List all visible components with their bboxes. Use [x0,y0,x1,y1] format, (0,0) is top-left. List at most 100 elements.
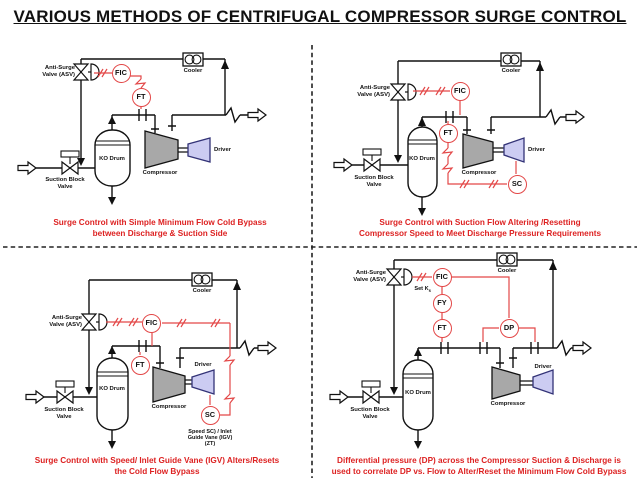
q2-compressor [462,133,504,169]
q4-dp-instrument: DP [499,318,519,338]
q1-ko-drum [94,129,131,187]
q1-compressor [144,130,188,169]
q2-shaft [493,147,504,153]
q1-ft-instrument: FT [131,87,151,107]
q1-fic-instrument: FIC [111,63,131,83]
q2-signal-lines [413,86,517,189]
q1-inlet-arrow [17,160,37,176]
q4-flow-arrowheads [390,261,557,449]
q4-orifice2 [479,342,488,354]
q2-anti-surge-valve [389,83,417,101]
q3-cooler-label: Cooler [192,288,212,294]
q4-set-k-label: Set Ks [414,286,431,294]
q1-shaft [178,147,188,153]
q4-ko-drum-label: KO Drum [405,390,431,396]
q4-inlet-arrow [329,389,349,405]
q1-cooler [182,52,204,67]
q3-cooler [191,272,213,287]
q2-inlet-arrow [333,157,353,173]
q3-flow-arrowheads [85,281,241,449]
q3-ko-drum [96,357,129,431]
q1-caption: Surge Control with Simple Minimum Flow C… [53,218,267,238]
q2-compressor-label: Compressor [461,170,497,176]
q1-anti-surge-valve [72,63,100,81]
q3-inlet-arrow [25,389,45,405]
diagram-q2 [333,52,585,216]
q4-orifice3 [530,342,539,354]
q1-outlet-arrow [247,107,267,123]
q4-cooler [496,252,518,267]
q4-shaft [520,380,533,386]
q1-compressor-label: Compressor [142,170,178,176]
q1-signal-lines [94,68,147,109]
q4-signal-slashes [416,272,427,282]
q1-driver-label: Driver [214,147,232,153]
q3-orifice-flanges [138,340,147,352]
q1-orifice-flanges [138,109,147,121]
q1-flow-arrowheads [77,60,229,205]
q3-compressor [152,366,192,403]
q2-flow-arrowheads [394,62,544,216]
q2-fic-instrument: FIC [450,81,470,101]
q2-ko-drum [407,126,438,198]
q4-outlet-arrow [572,340,592,356]
q3-anti-surge-valve [80,313,108,331]
q3-ko-drum-label: KO Drum [99,386,125,392]
q3-signal-slashes2 [176,318,221,328]
q1-signal-slashes [97,68,108,78]
q3-line-break-symbol [239,339,255,357]
q4-cooler-label: Cooler [497,268,517,274]
q3-suction-block-valve [55,380,75,405]
q4-driver [532,369,554,395]
q4-ft-instrument: FT [432,318,452,338]
q1-suction-block-valve [60,150,80,176]
diagram-q1 [17,52,267,205]
q4-caption: Differential pressure (DP) across the Co… [331,456,627,476]
diagram-q4 [329,252,592,449]
q4-driver-label: Driver [534,364,552,370]
q1-cooler-label: Cooler [183,68,203,74]
q2-driver-label: Driver [528,147,546,153]
q3-ft-instrument: FT [130,355,150,375]
q4-nozzle-ticks [496,357,517,364]
q4-orifice1 [440,342,449,354]
q3-pipes [44,279,258,442]
q4-anti-surge-valve [385,268,413,286]
q4-suction-block-valve [361,380,381,405]
q2-line-break-symbol [545,108,561,126]
q3-caption: Surge Control with Speed/ Inlet Guide Va… [34,456,280,476]
q2-suction-block-valve [362,148,382,173]
q2-outlet-arrow [565,109,585,125]
q4-ko-drum [402,359,434,431]
q1-pipes [36,58,248,199]
q2-caption: Surge Control with Suction Flow Altering… [358,218,602,238]
q3-signal-lines [106,317,236,416]
q3-shaft [185,379,192,385]
diagram-q3 [25,272,277,449]
q2-signal-slashes2 [459,179,499,189]
q2-cooler [500,52,522,67]
q2-ft-instrument: FT [438,123,458,143]
page-title: VARIOUS METHODS OF CENTRIFUGAL COMPRESSO… [13,7,627,26]
q3-driver-label: Driver [194,362,212,368]
q4-compressor [491,366,533,400]
q4-compressor-label: Compressor [490,401,526,407]
q2-sc-instrument: SC [507,174,527,194]
q2-ko-drum-label: KO Drum [409,156,435,162]
q1-nozzle-ticks [151,125,176,130]
q1-line-break-symbol [225,106,241,124]
q4-line-break-symbol [556,339,572,357]
q1-driver [187,137,211,163]
q3-outlet-arrow [257,340,277,356]
q2-cooler-label: Cooler [501,68,521,74]
